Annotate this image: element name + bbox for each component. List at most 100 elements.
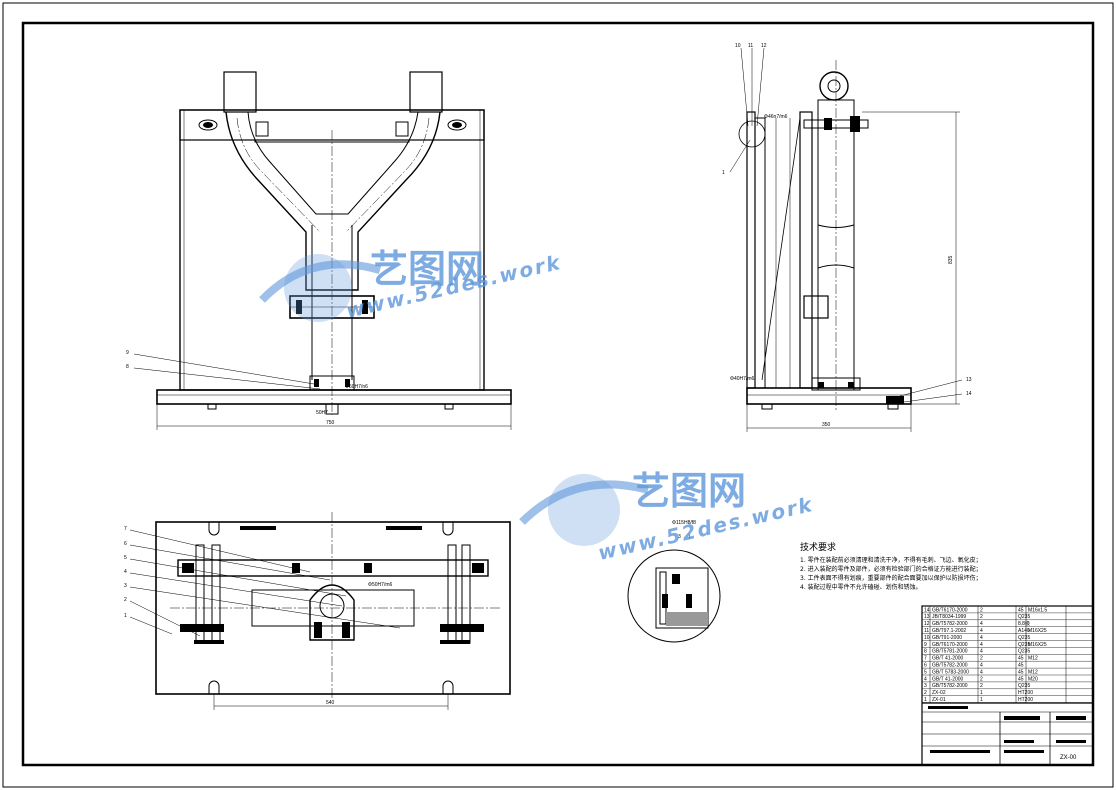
side-fit-top: Φ46n7/m6 xyxy=(764,114,788,120)
front-balloon-8: 8 xyxy=(126,364,129,370)
bom-cell: 2 xyxy=(980,607,983,613)
bom-cell: HT200 xyxy=(1018,690,1033,696)
side-balloon-12: 12 xyxy=(761,43,767,49)
bom-cell: 4 xyxy=(924,676,927,682)
detail-view: Φ115H8/f8 3 1 xyxy=(627,520,721,643)
bom-cell: GB/T 41-2000 xyxy=(932,676,964,682)
bom-cell: GB/T91-2000 xyxy=(932,635,962,641)
tech-req-4: 4. 装配过程中零件不允许磕碰、划伤和锈蚀。 xyxy=(800,583,922,591)
bom-cell: 10 xyxy=(924,635,930,641)
watermark-cn-top: 艺图网 xyxy=(370,247,484,291)
plan-width-dim: 540 xyxy=(326,700,335,706)
bom-cell: 8.8级 xyxy=(1018,620,1030,627)
plan-balloon-1: 1 xyxy=(124,613,127,619)
bom-cell: 1 xyxy=(980,697,983,703)
side-view: 835 350 Φ46n7/m6 Φ40H7/m6 10 11 12 1 13 … xyxy=(722,43,972,432)
bom-cell: 11 xyxy=(924,628,929,634)
bom-cell: 13 xyxy=(924,614,930,620)
bom-cell: Q235 xyxy=(1018,642,1030,648)
front-width-dim: 750 xyxy=(326,420,335,426)
plan-balloon-4: 4 xyxy=(124,569,127,575)
tech-req-title: 技术要求 xyxy=(800,541,836,553)
bom-cell: 5 xyxy=(924,669,927,675)
side-balloon-10: 10 xyxy=(735,43,741,49)
bom-cell: Q235 xyxy=(1018,614,1030,620)
bom-cell: 2 xyxy=(924,690,927,696)
bom-cell: HT200 xyxy=(1018,697,1033,703)
bom-cell: M12 xyxy=(1028,656,1038,662)
detail-label-1: 1 xyxy=(688,534,691,540)
plan-balloon-7: 7 xyxy=(124,526,127,532)
front-view: 750 Φ50H7/n6 50H7 9 8 xyxy=(126,71,512,430)
side-balloon-1: 1 xyxy=(722,170,725,176)
bom-cell: 45 xyxy=(1018,607,1024,613)
plan-view: 540 Φ50H7/m6 7 6 5 4 3 2 1 xyxy=(124,512,511,710)
front-bottom-label: 50H7 xyxy=(316,410,328,416)
bom-cell: GB/T5782-2000 xyxy=(932,683,968,689)
bom-cell: ZX-01 xyxy=(932,697,946,703)
plan-balloon-6: 6 xyxy=(124,541,127,547)
bom-cell: 4 xyxy=(980,635,983,641)
bom-cell: M20 xyxy=(1028,676,1038,682)
plan-balloon-2: 2 xyxy=(124,597,127,603)
bom-cell: ZX-02 xyxy=(932,690,946,696)
bom-cell: GB/T 41-2000 xyxy=(932,656,964,662)
bom-cell: 1 xyxy=(980,690,983,696)
detail-fit-label: Φ115H8/f8 xyxy=(672,520,696,526)
bom-cell: GB/T5782-2000 xyxy=(932,621,968,627)
bom-cell: 4 xyxy=(980,649,983,655)
bom-cell: 4 xyxy=(980,669,983,675)
bom-cell: GB/T 5783-2000 xyxy=(932,669,969,675)
bom-cell: Q235 xyxy=(1018,683,1030,689)
side-balloon-11: 11 xyxy=(748,43,753,49)
bom-cell: M12 xyxy=(1028,669,1038,675)
bom-cell: 3 xyxy=(924,683,927,689)
bom-cell: 4 xyxy=(980,642,983,648)
bom-cell: 45 xyxy=(1018,663,1024,669)
bom-cell: 2 xyxy=(980,656,983,662)
bom-cell: GB/T5782-2000 xyxy=(932,663,968,669)
tech-req-1: 1. 零件在装配前必须清理和清洗干净，不得有毛刺、飞边、氧化皮； xyxy=(800,556,982,564)
bom-cell: 1 xyxy=(924,697,927,703)
bom-cell: 8 xyxy=(924,649,927,655)
bom-cell: A140 xyxy=(1018,628,1030,634)
bom-cell: GB/T6170-2000 xyxy=(932,642,968,648)
bom-cell: M16X25 xyxy=(1028,628,1047,634)
drawing-number: ZX-00 xyxy=(1060,755,1077,761)
bom-cell: 45 xyxy=(1018,656,1024,662)
side-balloon-14: 14 xyxy=(966,391,972,397)
tech-req-3: 3. 工件表面不得有划痕，重要部件的配合面要加以保护以防损坏伤； xyxy=(800,574,982,582)
tech-requirements: 技术要求 1. 零件在装配前必须清理和清洗干净，不得有毛刺、飞边、氧化皮； 2.… xyxy=(800,541,982,591)
front-balloon-9: 9 xyxy=(126,350,129,356)
bom-cell: 7 xyxy=(924,656,927,662)
bom-cell: JB/T8034-1999 xyxy=(932,614,966,620)
detail-label-3: 3 xyxy=(678,534,681,540)
bom-cell: 2 xyxy=(980,676,983,682)
side-width-dim: 350 xyxy=(822,422,831,428)
bom-cell: GB/T5781-2000 xyxy=(932,649,968,655)
bom-cell: 12 xyxy=(924,621,930,627)
bom-cell: Q235 xyxy=(1018,649,1030,655)
bom-cell: 14 xyxy=(924,607,930,613)
bom-cell: 45 xyxy=(1018,676,1024,682)
side-balloon-13: 13 xyxy=(966,377,972,383)
inner-frame xyxy=(21,21,1095,767)
bom-cell: 45 xyxy=(1018,669,1024,675)
bom-cell: M16x1.5 xyxy=(1028,607,1047,613)
bom-cell: GB/T97.1-2002 xyxy=(932,628,966,634)
front-fit-label: Φ50H7/n6 xyxy=(345,384,368,390)
bom-cell: 4 xyxy=(980,663,983,669)
bom-cell: 4 xyxy=(980,628,983,634)
bom-cell: GB/T6170-2000 xyxy=(932,607,968,613)
plan-fit-label: Φ50H7/m6 xyxy=(368,582,392,588)
bom-cell: M16X25 xyxy=(1028,642,1047,648)
bom-cell: 2 xyxy=(980,683,983,689)
plan-balloon-3: 3 xyxy=(124,583,127,589)
bom-cell: 6 xyxy=(924,663,927,669)
side-fit-bottom: Φ40H7/m6 xyxy=(730,376,754,382)
plan-balloon-5: 5 xyxy=(124,555,127,561)
bom-cell: 2 xyxy=(980,614,983,620)
